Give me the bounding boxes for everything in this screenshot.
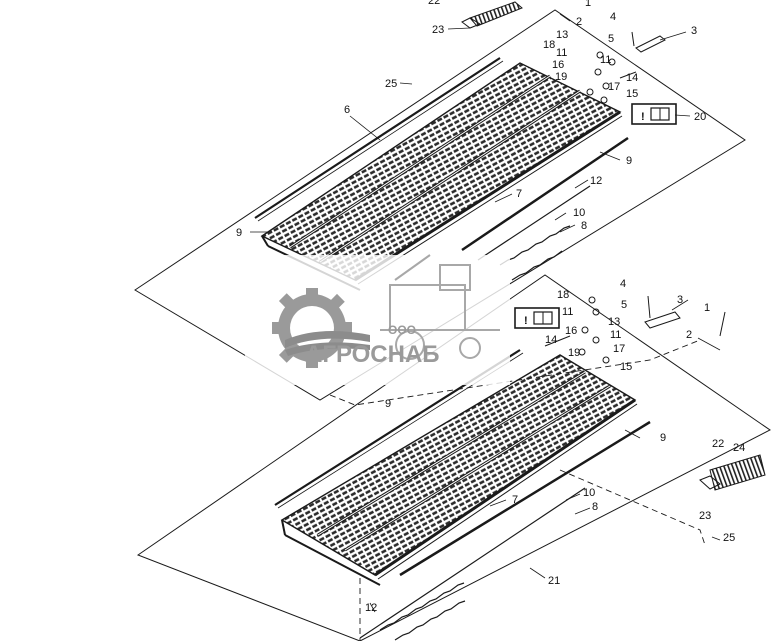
callout-l-14: 14 xyxy=(545,334,557,346)
callout-l-10: 10 xyxy=(583,487,595,499)
watermark-company-name: АГРОСНАБ xyxy=(305,341,440,368)
harvester-icon xyxy=(380,254,500,360)
callout-4: 4 xyxy=(610,11,616,23)
callout-18: 18 xyxy=(543,39,555,51)
upper-strip-10 xyxy=(499,225,571,266)
callout-19: 19 xyxy=(555,71,567,83)
lower-manual-exclaim: ! xyxy=(524,315,528,327)
upper-manual-exclaim: ! xyxy=(641,111,645,123)
callout-9a: 9 xyxy=(236,227,242,239)
callout-l-8: 8 xyxy=(592,501,598,513)
callout-l-7: 7 xyxy=(512,494,518,506)
callout-20: 20 xyxy=(694,111,706,123)
lower-leader-lines xyxy=(369,299,721,613)
callout-22: 22 xyxy=(428,0,440,7)
callout-6: 6 xyxy=(344,104,350,116)
callout-15: 15 xyxy=(626,88,638,100)
callout-7: 7 xyxy=(516,188,522,200)
callout-l-12: 12 xyxy=(365,602,377,614)
callout-13: 13 xyxy=(556,29,568,41)
callout-14: 14 xyxy=(626,72,638,84)
callout-8: 8 xyxy=(581,220,587,232)
callout-l-16: 16 xyxy=(565,325,577,337)
callout-l-22: 22 xyxy=(712,438,724,450)
gear-icon xyxy=(272,288,370,368)
callout-l-18: 18 xyxy=(557,289,569,301)
callout-25: 25 xyxy=(385,78,397,90)
upper-manual-symbol xyxy=(631,103,677,125)
callout-2: 2 xyxy=(576,16,582,28)
callout-23: 23 xyxy=(432,24,444,36)
upper-assembly xyxy=(134,1,746,401)
callout-11a: 11 xyxy=(556,47,567,59)
lower-strip-8 xyxy=(394,600,466,641)
upper-comb-part xyxy=(469,1,523,27)
upper-strip-12 xyxy=(477,185,591,261)
watermark-prefix: ООО xyxy=(388,323,416,337)
callout-3: 3 xyxy=(691,25,697,37)
callout-17: 17 xyxy=(608,81,620,93)
callout-16: 16 xyxy=(552,59,564,71)
upper-strip-9 xyxy=(461,136,629,252)
callout-l-15: 15 xyxy=(620,361,632,373)
lower-strip-12 xyxy=(359,487,586,639)
lower-callouts: 4 3 1 18 11 5 13 16 11 14 2 19 17 15 9 9… xyxy=(365,278,745,614)
callout-10: 10 xyxy=(573,207,585,219)
lower-sieve-tray xyxy=(280,354,638,586)
callout-l-1: 1 xyxy=(704,302,710,314)
callout-l-9a: 9 xyxy=(385,398,391,410)
callout-9b: 9 xyxy=(626,155,632,167)
callout-1: 1 xyxy=(585,0,591,9)
callout-l-11a: 11 xyxy=(562,306,573,318)
callout-5: 5 xyxy=(608,33,614,45)
upper-leader-lines xyxy=(250,13,691,233)
lower-assembly xyxy=(136,274,771,641)
callout-11b: 11 xyxy=(600,54,611,66)
callout-l-21: 21 xyxy=(548,575,560,587)
callout-l-24: 24 xyxy=(733,442,745,454)
lower-dashed-guides xyxy=(329,339,706,641)
callout-l-4: 4 xyxy=(620,278,626,290)
upper-bracket-3 xyxy=(635,35,666,53)
callout-l-2: 2 xyxy=(686,329,692,341)
lower-bracket-3 xyxy=(644,311,681,329)
callout-l-23: 23 xyxy=(699,510,711,522)
callout-12: 12 xyxy=(590,175,602,187)
callout-l-3: 3 xyxy=(677,294,683,306)
watermark: ООО АГРОСНАБ xyxy=(245,254,510,385)
callout-l-13: 13 xyxy=(608,316,620,328)
upper-strip-8 xyxy=(511,250,563,281)
callout-l-5: 5 xyxy=(621,299,627,311)
callout-l-11b: 11 xyxy=(610,329,621,341)
lower-comb-part xyxy=(709,454,766,491)
lower-strip-10 xyxy=(379,582,465,631)
callout-l-19: 19 xyxy=(568,347,580,359)
lower-strip-9 xyxy=(399,420,651,577)
callout-l-25: 25 xyxy=(723,532,735,544)
callout-l-17: 17 xyxy=(613,343,625,355)
upper-callouts: 22 23 1 2 3 4 5 13 18 11 11 16 14 19 17 … xyxy=(236,0,706,239)
callout-l-9b: 9 xyxy=(660,432,666,444)
lower-manual-symbol xyxy=(514,307,560,329)
